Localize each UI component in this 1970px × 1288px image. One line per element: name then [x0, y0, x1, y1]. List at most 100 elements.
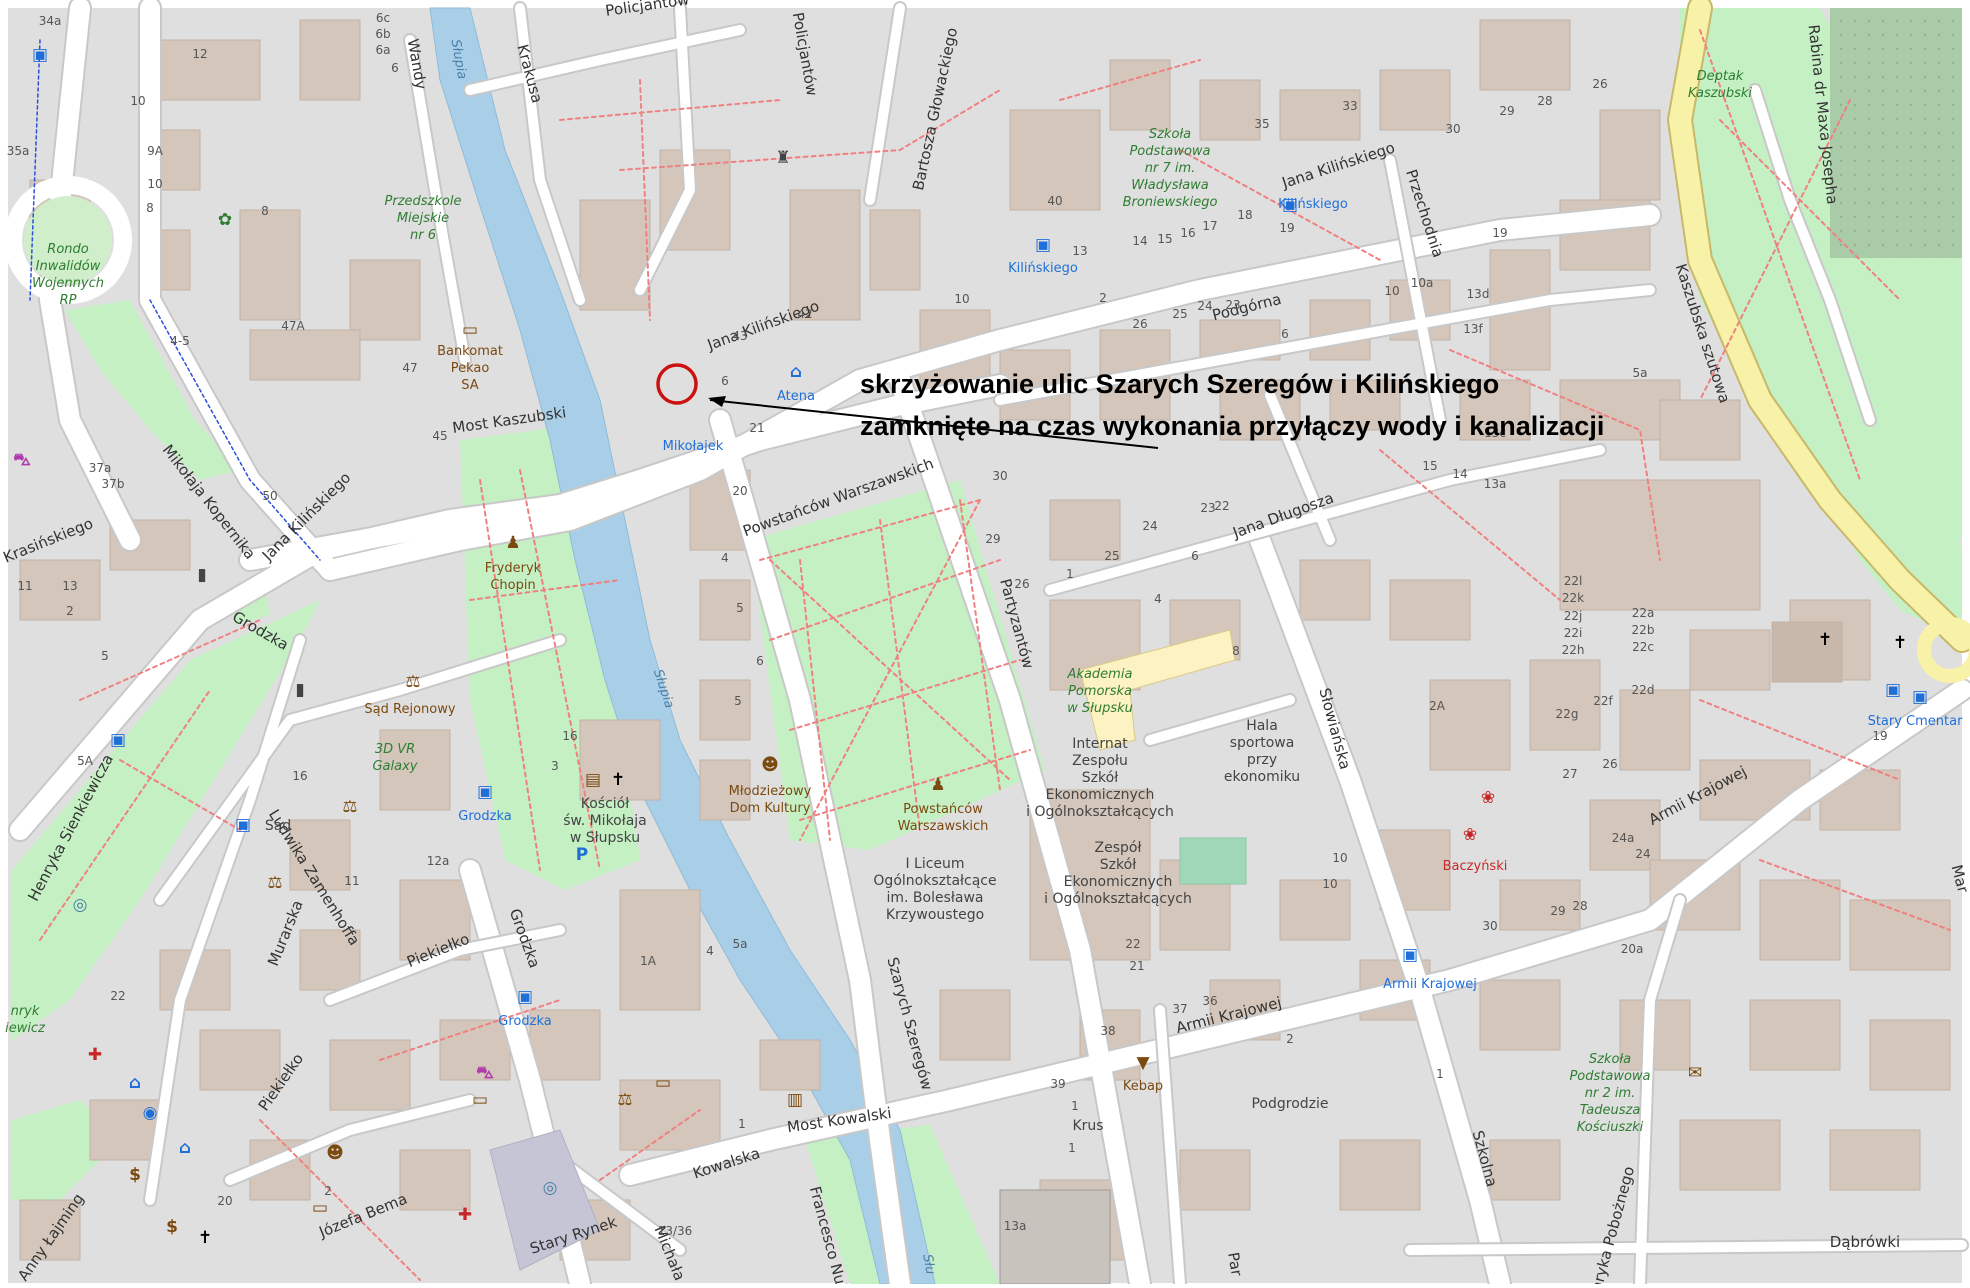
fast-food-icon[interactable]: ▼	[1136, 1053, 1150, 1073]
poi-label-armii-stop[interactable]: Armii Krajowej	[1383, 977, 1477, 992]
fountain-icon[interactable]: ◎	[543, 1178, 558, 1198]
house-number: 28	[1537, 94, 1552, 108]
monument-icon[interactable]: ♟	[505, 533, 520, 553]
poi-label-podgrodzie[interactable]: Podgrodzie	[1251, 1096, 1328, 1112]
shop-icon[interactable]: ⛍	[476, 1063, 494, 1083]
poi-label-sad[interactable]: Sąd	[265, 818, 291, 834]
bus-stop-icon[interactable]: ▣	[235, 815, 251, 835]
house-number: 36	[1202, 994, 1217, 1008]
poi-label-stary-cmentarz[interactable]: Stary Cmentar	[1868, 714, 1964, 729]
post-icon[interactable]: ✉	[1688, 1063, 1702, 1083]
bus-stop-icon[interactable]: ▣	[1912, 687, 1928, 707]
court-icon[interactable]: ⚖	[267, 873, 282, 893]
traffic-signal-icon[interactable]: ▮	[295, 680, 304, 700]
church-icon[interactable]: ✝	[1818, 630, 1832, 650]
exchange-icon[interactable]: $	[129, 1165, 141, 1185]
taxi-icon[interactable]: ◉	[143, 1103, 158, 1123]
paw-icon[interactable]: ❀	[1481, 788, 1495, 808]
theatre-icon[interactable]: ☻	[761, 755, 779, 775]
poi-label-grodzka-stop2[interactable]: Grodzka	[498, 1014, 551, 1029]
poi-label-kilinskiego-stop2[interactable]: Kilińskiego	[1278, 197, 1348, 212]
library-icon[interactable]: ▤	[585, 770, 601, 790]
house-number: 4-5	[170, 334, 190, 348]
map-tiles	[4, 0, 1970, 1288]
shop-icon[interactable]: ⛍	[13, 450, 31, 470]
theatre-icon[interactable]: ☻	[326, 1143, 344, 1163]
poi-label-line: SA	[461, 378, 478, 393]
exchange-icon[interactable]: $	[166, 1217, 178, 1237]
bus-stop-icon[interactable]: ▣	[110, 730, 126, 750]
bus-stop-icon[interactable]: ▣	[517, 987, 533, 1007]
pharmacy-icon[interactable]: ✚	[88, 1045, 102, 1065]
house-number: 1	[1068, 1141, 1076, 1155]
police-icon[interactable]: ♜	[775, 148, 790, 168]
poi-label-sad-rejonowy[interactable]: Sąd Rejonowy	[364, 702, 455, 717]
poi-label-krus[interactable]: Krus	[1072, 1118, 1103, 1134]
court-icon[interactable]: ⚖	[617, 1090, 632, 1110]
house-number: 13a	[1484, 477, 1507, 491]
poi-label-mikolajek[interactable]: Mikołajek	[663, 439, 724, 454]
bus-stop-icon[interactable]: ▣	[1402, 945, 1418, 965]
hotel-icon[interactable]: ⌂	[179, 1138, 191, 1158]
pharmacy-icon[interactable]: ✚	[458, 1205, 472, 1225]
monument-icon[interactable]: ♟	[930, 775, 945, 795]
paw-icon[interactable]: ❀	[1463, 825, 1477, 845]
poi-label-grodzka-stop1[interactable]: Grodzka	[458, 809, 511, 824]
court-icon[interactable]: ⚖	[405, 672, 420, 692]
house-number: 6c	[376, 11, 390, 25]
house-number: 24	[1197, 299, 1212, 313]
bus-stop-icon[interactable]: ▣	[32, 45, 48, 65]
house-number: 10	[147, 177, 162, 191]
museum-icon[interactable]: ▥	[787, 1090, 803, 1110]
house-number: 18	[1237, 208, 1252, 222]
church-icon[interactable]: ✝	[198, 1228, 212, 1248]
playground-icon[interactable]: ✿	[218, 210, 232, 230]
parking-icon[interactable]: P	[576, 845, 588, 865]
traffic-signal-icon[interactable]: ▮	[197, 565, 206, 585]
house-number: 8	[261, 204, 269, 218]
house-number: 20	[732, 484, 747, 498]
bus-stop-icon[interactable]: ▣	[1035, 235, 1051, 255]
poi-label-line: Atena	[777, 389, 815, 404]
hotel-icon[interactable]: ⌂	[790, 362, 802, 382]
poi-label-kilinskiego-stop1[interactable]: Kilińskiego	[1008, 261, 1078, 276]
bus-stop-icon[interactable]: ▣	[1282, 195, 1298, 215]
house-number: 22a	[1632, 606, 1655, 620]
bus-stop-icon[interactable]: ▣	[477, 782, 493, 802]
church-icon[interactable]: ✝	[1893, 633, 1907, 653]
court-icon[interactable]: ⚖	[342, 797, 357, 817]
poi-label-line: nr 6	[410, 228, 436, 243]
poi-label-atena[interactable]: Atena	[777, 389, 815, 404]
bank-icon[interactable]: ▭	[655, 1073, 671, 1093]
bank-icon[interactable]: ▭	[462, 320, 478, 340]
church-icon[interactable]: ✝	[611, 770, 625, 790]
memorial-icon[interactable]: ◎	[73, 895, 88, 915]
poi-label-kebap[interactable]: Kebap	[1123, 1079, 1163, 1094]
bus-stop-icon[interactable]: ▣	[1885, 680, 1901, 700]
poi-label-line: Podgrodzie	[1251, 1096, 1328, 1112]
bank-icon[interactable]: ▭	[472, 1090, 488, 1110]
hotel-icon[interactable]: ⌂	[129, 1073, 141, 1093]
house-number: 16	[1180, 226, 1195, 240]
poi-label-baczynski[interactable]: Baczyński	[1443, 859, 1508, 874]
bank-icon[interactable]: ▭	[312, 1198, 328, 1218]
